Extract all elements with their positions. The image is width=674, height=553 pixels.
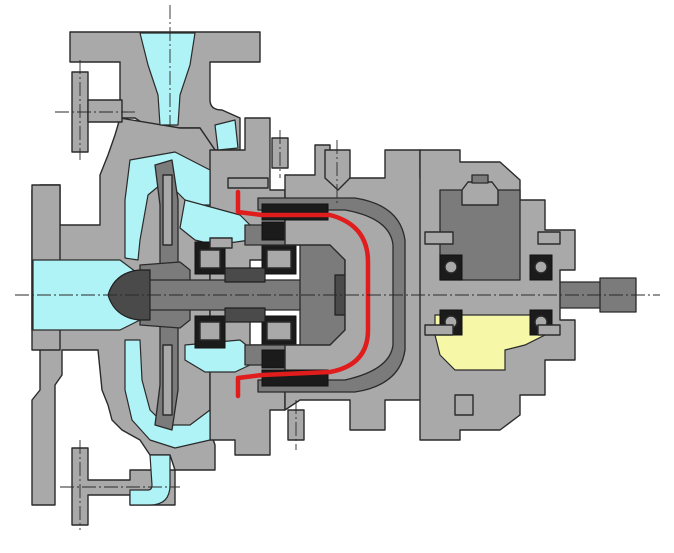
- bolt-bracket-left: [227, 177, 269, 189]
- ball-right-upper: [534, 260, 548, 274]
- oil-breather: [461, 181, 499, 206]
- vent-neck: [87, 99, 123, 123]
- drain-flange: [71, 447, 176, 526]
- cover-pocket-fluid: [214, 119, 239, 151]
- bearing-insert-lower-1: [199, 321, 221, 341]
- bearing-sleeve-lower: [224, 307, 266, 323]
- center-lines: [15, 5, 660, 530]
- bolt-housing-right-upper: [537, 231, 561, 245]
- volute-lower-fluid: [124, 339, 211, 449]
- bolt-top-left-flange: [209, 237, 233, 249]
- oil-breather-cap: [471, 174, 489, 184]
- bolt-housing-left-upper: [424, 231, 454, 245]
- discharge-channel-fluid: [139, 32, 196, 126]
- bearing-sleeve: [224, 267, 266, 283]
- impeller-vane-upper: [162, 174, 173, 246]
- bolt-housing-right-lower: [537, 324, 561, 336]
- ball-left-upper: [444, 260, 458, 274]
- housing-drain-plug: [454, 394, 474, 416]
- bearing-insert-upper-2: [266, 249, 292, 269]
- containment-shell: [235, 189, 371, 399]
- top-plug: [324, 149, 351, 191]
- outer-magnet-carrier: [257, 197, 406, 393]
- bolt-housing-left-lower: [424, 324, 454, 336]
- outer-magnet-upper: [261, 203, 329, 221]
- drain-line-fluid: [129, 454, 171, 506]
- impeller-vane-lower: [162, 344, 173, 416]
- bearing-insert-lower-2: [266, 321, 292, 341]
- bearing-insert-upper-1: [199, 249, 221, 269]
